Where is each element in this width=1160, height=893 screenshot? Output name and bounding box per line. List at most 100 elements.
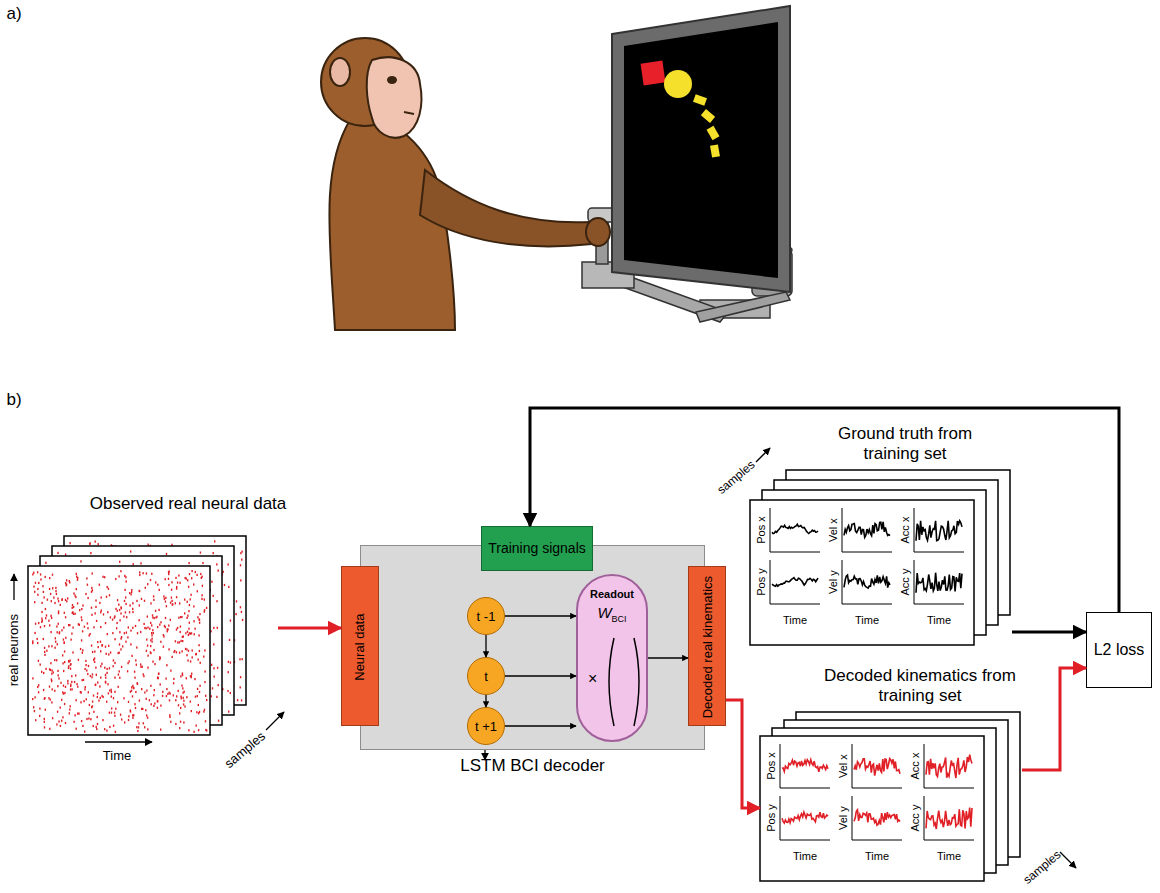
spike	[213, 627, 214, 629]
spike	[229, 639, 230, 641]
bracket	[609, 638, 614, 726]
spike	[117, 701, 118, 703]
spike	[132, 608, 133, 610]
spike	[64, 703, 65, 705]
spike	[150, 651, 151, 653]
spike	[56, 723, 57, 725]
spike	[189, 573, 190, 575]
spike	[118, 575, 119, 577]
spike	[116, 622, 117, 624]
decoder-box: LSTM BCI decoderTraining signalsNeural d…	[360, 545, 705, 750]
spike	[169, 714, 170, 716]
spike	[86, 669, 87, 671]
spike	[105, 681, 106, 683]
spike	[150, 639, 151, 641]
plot-axis	[780, 744, 830, 788]
spike	[37, 588, 38, 590]
spike	[200, 573, 201, 575]
unit-label: t +1	[475, 719, 497, 734]
spike	[212, 687, 213, 689]
spike	[129, 660, 130, 662]
axis-label: b)	[6, 391, 21, 410]
spike	[95, 667, 96, 669]
spike	[180, 696, 181, 698]
spike	[132, 627, 133, 629]
axis-label: samples	[1021, 849, 1064, 888]
connector	[648, 657, 688, 658]
spike	[41, 611, 42, 613]
spike	[218, 684, 219, 686]
plot-axis	[780, 796, 830, 840]
spike	[58, 612, 59, 614]
spike	[37, 642, 38, 644]
axis-label: Acc x	[909, 753, 921, 780]
spike	[100, 650, 101, 652]
multiply-sign: ×	[588, 670, 597, 688]
spike	[43, 689, 44, 691]
spike	[46, 650, 47, 652]
spike	[240, 606, 241, 608]
spike	[119, 670, 120, 672]
spike	[151, 638, 152, 640]
spike	[142, 666, 143, 668]
spike	[97, 681, 98, 683]
spike	[100, 677, 101, 679]
spike	[150, 652, 151, 654]
spike	[62, 691, 63, 693]
spike	[241, 551, 242, 553]
spike	[117, 599, 118, 601]
spike	[137, 682, 138, 684]
lstm-unit: t +1	[467, 707, 505, 745]
spike	[72, 607, 73, 609]
spike	[114, 638, 115, 640]
spike	[52, 574, 53, 576]
spike	[113, 665, 114, 667]
spike	[153, 599, 154, 601]
spike	[122, 645, 123, 647]
spike	[146, 698, 147, 700]
kinematic-trace	[772, 524, 818, 533]
spike	[198, 704, 199, 706]
spike	[41, 671, 42, 673]
spike	[33, 572, 34, 574]
spike	[64, 650, 65, 652]
spike	[65, 616, 66, 618]
spike	[153, 705, 154, 707]
spike	[85, 686, 86, 688]
spike	[70, 639, 71, 641]
spike	[204, 611, 205, 613]
loss-box: L2 loss	[1086, 612, 1152, 688]
spike	[105, 677, 106, 679]
spike	[58, 720, 59, 722]
kinematic-trace	[926, 808, 972, 830]
spike	[152, 614, 153, 616]
decoder-label: LSTM BCI decoder	[361, 756, 704, 776]
spike	[50, 669, 51, 671]
spike	[49, 668, 50, 670]
axis-arrows	[14, 448, 1076, 868]
spike	[151, 632, 152, 634]
spike	[129, 611, 130, 613]
spike	[174, 650, 175, 652]
spike	[147, 728, 148, 730]
spike	[217, 667, 218, 669]
spike	[205, 729, 206, 731]
spike	[32, 677, 33, 679]
spike	[240, 564, 241, 566]
spike	[189, 632, 190, 634]
spike	[40, 626, 41, 628]
spike	[163, 595, 164, 597]
spike	[130, 593, 131, 595]
spike	[188, 562, 189, 564]
spike	[56, 625, 57, 627]
stack-title: Decoded kinematics from training set	[820, 666, 1020, 705]
spike	[81, 639, 82, 641]
spike	[200, 552, 201, 554]
spike	[195, 653, 196, 655]
spike	[192, 656, 193, 658]
axis-label: Acc y	[899, 569, 911, 596]
spike	[63, 627, 64, 629]
input-port: Neural data	[341, 566, 379, 726]
sample-sheet	[760, 736, 984, 881]
spike	[213, 643, 214, 645]
